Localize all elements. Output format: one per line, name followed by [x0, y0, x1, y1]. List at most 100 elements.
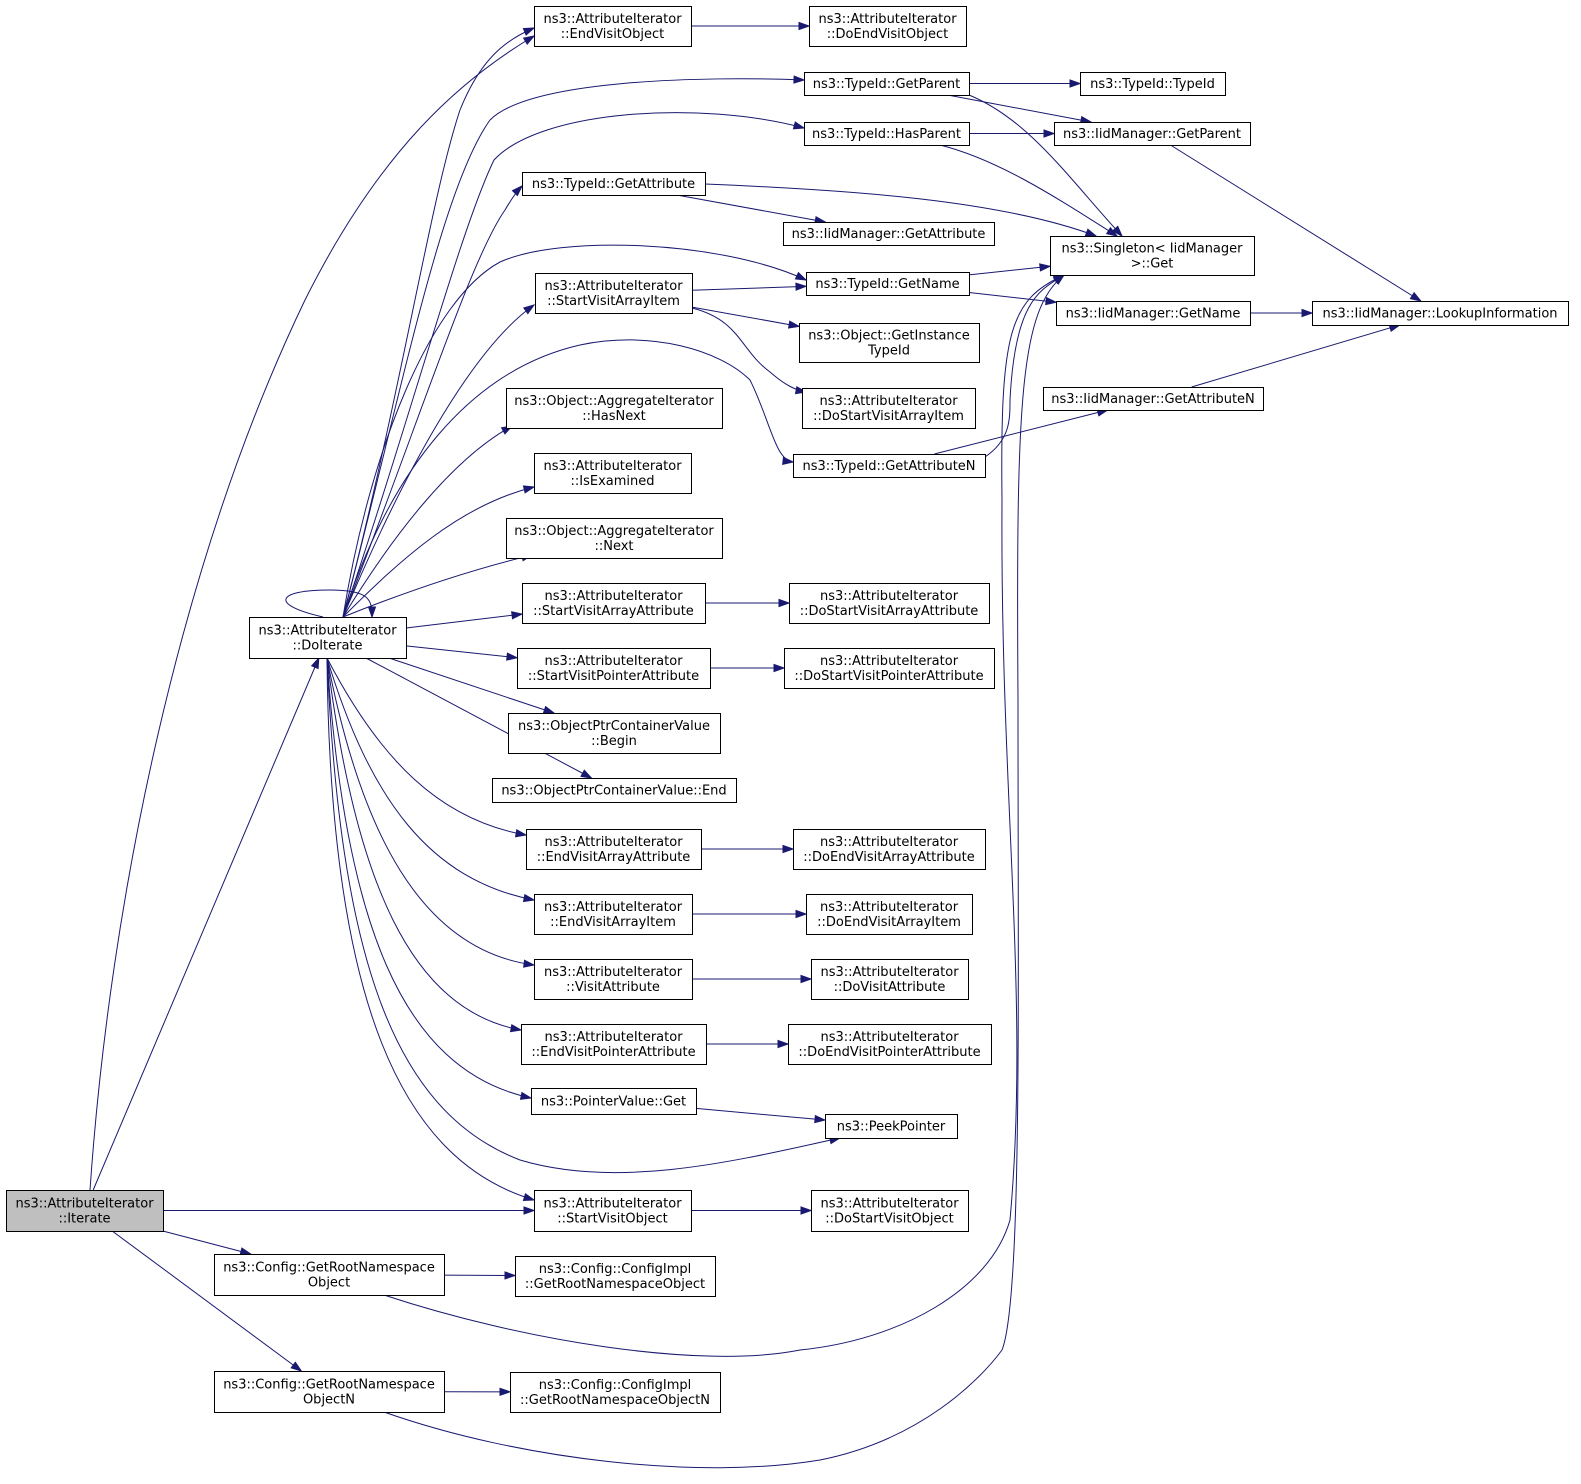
edge-startVisitPointerAttribute-to-doStartVisitPointerAttribute	[710, 663, 786, 673]
node-label: ns3::AttributeIterator	[543, 1197, 682, 1212]
node-iterate[interactable]: ns3::AttributeIterator::Iterate	[6, 1190, 164, 1232]
node-label: ns3::AttributeIterator	[543, 12, 682, 27]
node-doEndVisitArrayAttribute[interactable]: ns3::AttributeIterator::DoEndVisitArrayA…	[793, 829, 986, 870]
edge-doIterate-to-endVisitArrayItem	[326, 657, 536, 903]
edge-doIterate-to-endVisitObject	[342, 27, 536, 618]
node-label: ::IsExamined	[570, 474, 654, 489]
edge-endVisitArrayItem-to-doEndVisitArrayItem	[692, 909, 808, 919]
node-doStartVisitArrayItem[interactable]: ns3::AttributeIterator::DoStartVisitArra…	[802, 388, 976, 429]
node-label: ns3::AttributeIterator	[544, 900, 683, 915]
node-label: ns3::AttributeIterator	[820, 1030, 959, 1045]
edge-endVisitPointerAttribute-to-doEndVisitPointerAttribute	[706, 1039, 790, 1049]
edge-startVisitArrayItem-to-doStartVisitArrayItem	[691, 307, 808, 395]
node-getRootNamespaceObjectN[interactable]: ns3::Config::GetRootNamespaceObjectN	[214, 1371, 445, 1413]
node-doVisitAttribute[interactable]: ns3::AttributeIterator::DoVisitAttribute	[811, 959, 969, 1000]
node-label: ns3::Config::ConfigImpl	[539, 1378, 692, 1393]
node-label: ns3::AttributeIterator	[544, 835, 683, 850]
node-singletonGet[interactable]: ns3::Singleton< IidManager>::Get	[1050, 236, 1255, 276]
call-edges	[89, 21, 1423, 1469]
node-label: ns3::TypeId::GetName	[815, 277, 959, 292]
node-label: ns3::AttributeIterator	[544, 279, 683, 294]
edge-typeIdGetAttribute-to-singletonGet	[704, 183, 1098, 237]
node-typeIdGetAttribute[interactable]: ns3::TypeId::GetAttribute	[522, 172, 706, 196]
node-aggHasNext[interactable]: ns3::Object::AggregateIterator::HasNext	[506, 388, 723, 429]
node-typeIdGetParent[interactable]: ns3::TypeId::GetParent	[804, 72, 970, 96]
node-typeIdHasParent[interactable]: ns3::TypeId::HasParent	[804, 122, 970, 146]
node-getRootNamespaceObject[interactable]: ns3::Config::GetRootNamespaceObject	[214, 1254, 445, 1296]
node-startVisitObject[interactable]: ns3::AttributeIterator::StartVisitObject	[534, 1190, 692, 1232]
node-visitAttribute[interactable]: ns3::AttributeIterator::VisitAttribute	[534, 959, 693, 1000]
edge-iterate-to-getRootNamespaceObjectN	[111, 1230, 303, 1372]
node-typeIdTypeId[interactable]: ns3::TypeId::TypeId	[1080, 72, 1226, 96]
node-label: ::StartVisitArrayItem	[547, 294, 680, 309]
node-label: ns3::AttributeIterator	[820, 589, 959, 604]
node-peekPointer[interactable]: ns3::PeekPointer	[825, 1114, 958, 1139]
node-optrBegin[interactable]: ns3::ObjectPtrContainerValue::Begin	[508, 713, 721, 754]
edge-typeIdGetAttribute-to-iidGetAttribute	[676, 194, 827, 225]
edge-getRootNamespaceObjectN-to-configImplGetRootNamespaceObjectN	[443, 1387, 512, 1397]
node-typeIdGetName[interactable]: ns3::TypeId::GetName	[806, 272, 970, 296]
node-label: TypeId	[867, 344, 910, 359]
node-label: ns3::Config::GetRootNamespace	[223, 1378, 435, 1393]
node-startVisitArrayAttribute[interactable]: ns3::AttributeIterator::StartVisitArrayA…	[522, 583, 706, 624]
node-doStartVisitPointerAttribute[interactable]: ns3::AttributeIterator::DoStartVisitPoin…	[784, 648, 995, 689]
node-label: ::StartVisitPointerAttribute	[528, 669, 699, 684]
node-label: ::EndVisitArrayAttribute	[537, 850, 691, 865]
node-label: ::HasNext	[582, 409, 646, 424]
node-iidGetAttribute[interactable]: ns3::IidManager::GetAttribute	[783, 222, 995, 246]
edge-startVisitArrayItem-to-getInstanceTypeId	[691, 306, 801, 329]
node-label: ::DoEndVisitObject	[827, 27, 948, 42]
edge-doIterate-to-isExamined	[342, 485, 536, 618]
node-iidGetParent[interactable]: ns3::IidManager::GetParent	[1054, 122, 1251, 146]
edge-endVisitObject-to-doEndVisitObject	[691, 21, 811, 31]
edge-typeIdGetName-to-singletonGet	[968, 263, 1052, 276]
node-doEndVisitArrayItem[interactable]: ns3::AttributeIterator::DoEndVisitArrayI…	[806, 894, 973, 935]
node-doEndVisitObject[interactable]: ns3::AttributeIterator::DoEndVisitObject	[809, 6, 967, 47]
node-label: ::DoStartVisitArrayItem	[813, 409, 964, 424]
node-endVisitArrayItem[interactable]: ns3::AttributeIterator::EndVisitArrayIte…	[534, 894, 693, 935]
node-iidGetAttributeN[interactable]: ns3::IidManager::GetAttributeN	[1043, 387, 1264, 411]
node-label: ns3::Singleton< IidManager	[1061, 242, 1243, 257]
node-configImplGetRootNamespaceObjectN[interactable]: ns3::Config::ConfigImpl::GetRootNamespac…	[510, 1372, 721, 1413]
edge-doIterate-to-endVisitArrayAttribute	[326, 657, 528, 838]
edge-doIterate-to-startVisitObject	[326, 657, 536, 1202]
node-label: ::Begin	[591, 734, 637, 749]
edge-doIterate-to-startVisitArrayItem	[342, 304, 536, 618]
node-endVisitPointerAttribute[interactable]: ns3::AttributeIterator::EndVisitPointerA…	[521, 1024, 707, 1065]
node-startVisitArrayItem[interactable]: ns3::AttributeIterator::StartVisitArrayI…	[535, 273, 693, 314]
node-pointerValueGet[interactable]: ns3::PointerValue::Get	[531, 1088, 697, 1115]
node-label: ns3::IidManager::GetName	[1066, 307, 1241, 322]
node-optrEnd[interactable]: ns3::ObjectPtrContainerValue::End	[492, 778, 737, 803]
node-endVisitArrayAttribute[interactable]: ns3::AttributeIterator::EndVisitArrayAtt…	[526, 829, 702, 870]
edge-doIterate-to-startVisitArrayAttribute	[405, 611, 524, 629]
edge-pointerValueGet-to-peekPointer	[695, 1107, 827, 1124]
node-label: ::GetRootNamespaceObjectN	[520, 1393, 710, 1408]
node-label: ns3::ObjectPtrContainerValue	[518, 719, 710, 734]
node-configImplGetRootNamespaceObject[interactable]: ns3::Config::ConfigImpl::GetRootNamespac…	[515, 1256, 716, 1297]
node-endVisitObject[interactable]: ns3::AttributeIterator::EndVisitObject	[534, 6, 692, 47]
node-label: ::DoStartVisitArrayAttribute	[800, 604, 979, 619]
node-label: ns3::AttributeIterator	[544, 589, 683, 604]
node-doEndVisitPointerAttribute[interactable]: ns3::AttributeIterator::DoEndVisitPointe…	[788, 1024, 992, 1065]
node-label: ::EndVisitArrayItem	[550, 915, 676, 930]
node-label: ::StartVisitObject	[557, 1212, 668, 1227]
edge-iterate-to-startVisitObject	[163, 1206, 536, 1215]
node-typeIdGetAttributeN[interactable]: ns3::TypeId::GetAttributeN	[793, 454, 986, 478]
edge-doIterate-to-doIterate	[285, 589, 377, 619]
node-lookupInformation[interactable]: ns3::IidManager::LookupInformation	[1312, 301, 1569, 326]
node-iidGetName[interactable]: ns3::IidManager::GetName	[1056, 301, 1251, 326]
node-label: ns3::Config::ConfigImpl	[539, 1262, 692, 1277]
node-doStartVisitObject[interactable]: ns3::AttributeIterator::DoStartVisitObje…	[811, 1190, 969, 1232]
node-startVisitPointerAttribute[interactable]: ns3::AttributeIterator::StartVisitPointe…	[517, 648, 711, 689]
node-isExamined[interactable]: ns3::AttributeIterator::IsExamined	[534, 453, 692, 494]
node-label: ns3::AttributeIterator	[818, 12, 957, 27]
node-aggNext[interactable]: ns3::Object::AggregateIterator::Next	[506, 518, 723, 559]
edge-startVisitArrayAttribute-to-doStartVisitArrayAttribute	[705, 598, 791, 608]
edge-doIterate-to-visitAttribute	[326, 657, 536, 968]
node-doIterate[interactable]: ns3::AttributeIterator::DoIterate	[249, 617, 407, 659]
call-nodes: ns3::AttributeIterator::Iterate ns3::Attr…	[6, 6, 1569, 1413]
node-label: ::GetRootNamespaceObject	[525, 1277, 705, 1292]
node-doStartVisitArrayAttribute[interactable]: ns3::AttributeIterator::DoStartVisitArra…	[789, 583, 990, 624]
